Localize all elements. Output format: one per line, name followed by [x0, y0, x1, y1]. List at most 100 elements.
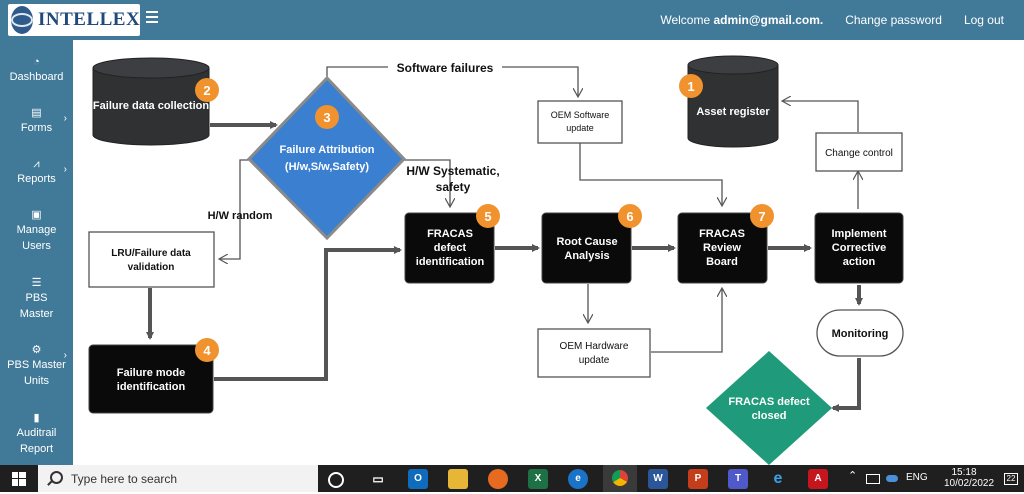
chrome-icon[interactable] [603, 465, 637, 492]
user-email: admin@gmail.com. [713, 13, 824, 27]
badge-4 [195, 338, 219, 362]
badge-1-label: 1 [687, 79, 694, 94]
sidebar-item-label: Manage Users [16, 224, 57, 252]
search-icon [50, 471, 63, 484]
sidebar-item-pbs-master[interactable]: ☰ PBS Master [0, 275, 73, 322]
software-failures-label: Software failures [397, 61, 494, 75]
welcome-text: Welcome admin@gmail.com. [660, 13, 823, 27]
cortana-icon[interactable] [328, 472, 344, 488]
taskbar-search-placeholder: Type here to search [71, 472, 178, 486]
document-icon: ▮ [33, 412, 40, 424]
speedometer-icon: ◔ [33, 56, 40, 68]
logo-emblem-icon [11, 6, 33, 34]
arrow-attribution-to-defect [402, 159, 450, 206]
badge-6 [618, 204, 642, 228]
sidebar-item-label: Auditrail Report [16, 427, 57, 455]
failure-data-collection-label: Failure data collection [93, 100, 209, 112]
badge-2-label: 2 [203, 83, 210, 98]
sidebar: ◔ Dashboard ▤ Forms › ⩘ Reports › ▣ Mana… [0, 40, 73, 465]
task-view-icon[interactable]: ▭ [372, 472, 384, 486]
change-password-link[interactable]: Change password [845, 13, 942, 27]
outlook-icon[interactable]: O [408, 469, 428, 489]
sidebar-item-label: Forms [20, 122, 53, 134]
hamburger-menu-icon[interactable] [146, 11, 158, 23]
sidebar-item-reports[interactable]: ⩘ Reports › [0, 156, 73, 187]
edge-icon[interactable]: e [568, 469, 588, 489]
arrow-oem-software-to-board [579, 143, 722, 205]
windows-taskbar: Type here to search ▭ O X e W P T e A ⌃ … [0, 465, 1024, 492]
sidebar-item-dashboard[interactable]: ◔ Dashboard [0, 54, 73, 85]
asset-register-label: Asset register [696, 106, 770, 118]
logo-text: INTELLEX [38, 9, 141, 30]
badge-3-label: 3 [323, 110, 330, 125]
acrobat-icon[interactable]: A [808, 469, 828, 489]
arrow-attribution-to-validation [220, 159, 253, 259]
change-control-node: Change control [815, 132, 903, 172]
gear-icon: ⚙ [31, 344, 42, 356]
excel-icon[interactable]: X [528, 469, 548, 489]
sidebar-item-label: PBS Master [19, 292, 54, 320]
arrow-mode-to-defect [214, 246, 402, 381]
asset-register-node: Asset register [687, 55, 779, 148]
monitoring-node: Monitoring [816, 309, 904, 357]
windows-start-icon[interactable] [12, 472, 26, 486]
badge-2 [195, 78, 219, 102]
monitoring-label: Monitoring [832, 328, 889, 340]
sidebar-item-label: PBS Master Units [7, 359, 66, 387]
fracas-diagram: Failure data collection 2 Failure Attrib… [73, 40, 1024, 465]
welcome-prefix: Welcome [660, 13, 711, 27]
badge-5 [476, 204, 500, 228]
notification-count: 22 [1006, 474, 1016, 483]
sidebar-item-manage-users[interactable]: ▣ Manage Users [0, 207, 73, 254]
app-logo[interactable]: INTELLEX [8, 4, 140, 36]
powerpoint-icon[interactable]: P [688, 469, 708, 489]
hw-random-label: H/W random [208, 210, 273, 222]
line-attribution-to-software [326, 66, 388, 80]
failure-attribution-node: Failure Attribution (H/w,S/w,Safety) [246, 75, 407, 241]
taskbar-search-box[interactable]: Type here to search [38, 465, 318, 492]
onedrive-icon[interactable] [886, 475, 898, 482]
logout-link[interactable]: Log out [963, 13, 1004, 27]
word-icon[interactable]: W [648, 469, 668, 489]
hw-systematic-label: H/W Systematic,safety [406, 164, 499, 194]
teams-icon[interactable]: T [728, 469, 748, 489]
thin-connectors [220, 66, 859, 353]
internet-explorer-icon[interactable]: e [773, 470, 783, 487]
failure-data-collection-node: Failure data collection [92, 57, 210, 146]
sidebar-item-auditrail-report[interactable]: ▮ Auditrail Report [0, 410, 73, 457]
badge-5-label: 5 [484, 209, 491, 224]
sidebar-item-pbs-master-units[interactable]: ⚙ PBS Master Units › [0, 342, 73, 389]
language-indicator[interactable]: ENG [906, 472, 928, 483]
tray-chevron-up-icon[interactable]: ⌃ [848, 470, 858, 482]
file-explorer-icon[interactable] [448, 469, 468, 489]
change-control-label: Change control [825, 148, 893, 159]
sidebar-item-label: Dashboard [9, 71, 64, 83]
badge-4-label: 4 [203, 343, 211, 358]
battery-icon[interactable] [866, 474, 880, 484]
badge-1 [679, 74, 703, 98]
notification-icon[interactable]: 22 [1004, 473, 1018, 485]
firefox-icon[interactable] [488, 469, 508, 489]
clock[interactable]: 15:18 10/02/2022 [944, 467, 995, 489]
chevron-right-icon: › [63, 164, 67, 175]
top-navbar: INTELLEX Welcome admin@gmail.com. Change… [0, 0, 1024, 40]
arrow-change-to-asset [783, 101, 859, 132]
clock-date: 10/02/2022 [944, 478, 995, 489]
arrow-monitoring-to-closed [831, 358, 861, 412]
sidebar-item-forms[interactable]: ▤ Forms › [0, 105, 73, 136]
badge-3 [315, 105, 339, 129]
sidebar-item-label: Reports [17, 173, 56, 185]
